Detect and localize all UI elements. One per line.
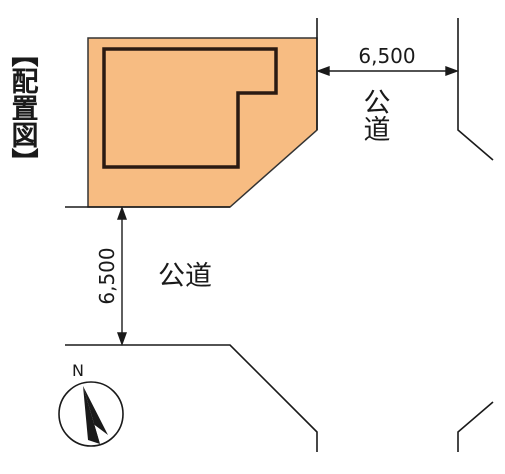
- compass-north-label: N: [72, 361, 84, 380]
- lot-parcel: [87, 37, 318, 208]
- dimension-lines: [117, 66, 460, 347]
- dim-arrow-bottom: [117, 332, 127, 347]
- east-road-label: 公道: [359, 88, 390, 142]
- south-road-south-edge: [65, 344, 318, 452]
- north-compass: N: [58, 361, 124, 447]
- north-arrow-icon: [83, 386, 108, 444]
- south-road-width-label: 6,500: [95, 247, 119, 304]
- south-road-label: 公道: [158, 261, 212, 292]
- road-edges: [65, 18, 494, 452]
- dim-arrow-right: [445, 66, 460, 76]
- east-road-east-edge: [457, 18, 494, 161]
- diagram-title: 【配置図】: [7, 40, 39, 175]
- dim-arrow-left: [315, 66, 330, 76]
- east-road-width-label: 6,500: [358, 44, 415, 68]
- far-corner-edge: [457, 401, 494, 452]
- dim-arrow-top: [117, 205, 127, 220]
- building-footprint: [102, 47, 278, 169]
